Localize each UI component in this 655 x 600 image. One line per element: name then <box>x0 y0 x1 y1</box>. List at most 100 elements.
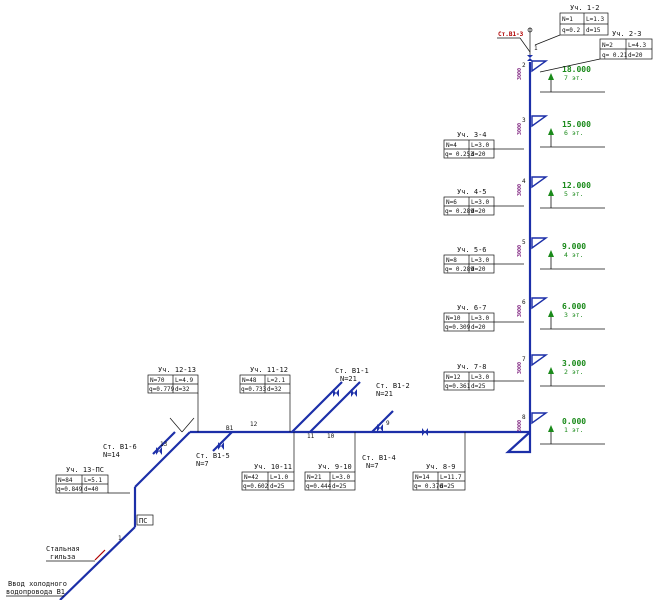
section-n: N=84 <box>58 477 73 484</box>
section-q: q=0.444 <box>306 483 332 490</box>
segment-length: 3000 <box>517 68 523 80</box>
section-n: N=48 <box>242 377 257 384</box>
floor-row: 5 3000 9.000 4 эт. <box>517 237 605 270</box>
section-box-5-6: Уч. 5-6 N=8 L=3.0 q= 0.289 d=20 <box>443 246 524 274</box>
riser-name: Ст. В1-1 <box>335 367 369 375</box>
section-l: L=4.3 <box>628 42 646 49</box>
floor-count: 2 эт. <box>564 368 584 376</box>
section-box-2-3: Уч. 2-3 N=2 L=4.3 q= 0.21 d=20 <box>539 30 653 73</box>
section-d: d=20 <box>628 52 643 59</box>
node-number: 2 <box>522 62 526 69</box>
section-box-9-10: Уч. 9-10 N=21 L=3.0 q=0.444 d=25 <box>304 432 356 491</box>
section-l: L=1.0 <box>270 474 288 481</box>
section-box-13-pc: Уч. 13-ПС N=84 L=5.1 q=0.849 d=40 <box>55 466 130 494</box>
floor-elevation: 0.000 <box>562 417 586 426</box>
sleeve-label-2: гильза <box>50 553 75 561</box>
section-l: L=3.0 <box>471 315 489 322</box>
section-n: N=2 <box>602 42 613 49</box>
floor-elevation: 18.000 <box>562 65 591 74</box>
section-box-6-7: Уч. 6-7 N=10 L=3.0 q=0.309 d=20 <box>443 304 524 332</box>
node-12: 12 <box>250 421 258 428</box>
section-l: L=3.0 <box>471 199 489 206</box>
section-d: d=32 <box>175 386 190 393</box>
section-title: Уч. 3-4 <box>457 131 487 139</box>
floor-row: 7 3000 3.000 2 эт. <box>517 354 605 387</box>
segment-length: 3000 <box>517 420 523 432</box>
cold-water-inlet: Ввод холодного водопровода В1 <box>6 580 67 597</box>
floor-row: 3 3000 15.000 6 эт. <box>517 115 605 148</box>
riser-label-b1-4: Ст. В1-4 N=7 <box>362 454 396 470</box>
node-1: 1 <box>534 45 538 52</box>
meter-node-index: 1 <box>118 535 122 542</box>
floor-count: 5 эт. <box>564 190 584 198</box>
sleeve-label-1: Стальная <box>46 545 80 553</box>
floor-row: 6 3000 6.000 3 эт. <box>517 297 605 330</box>
inlet-label-2: водопровода В1 <box>6 588 65 596</box>
floor-count: 1 эт. <box>564 426 584 434</box>
node-number: 6 <box>522 299 526 306</box>
riser-top: Ст.В1-3 1 <box>497 27 538 55</box>
section-q: q=0.779 <box>149 386 175 393</box>
segment-length: 3000 <box>517 184 523 196</box>
floor-elevation: 12.000 <box>562 181 591 190</box>
riser-n: N=21 <box>376 390 393 398</box>
section-title: Уч. 2-3 <box>612 30 642 38</box>
section-n: N=4 <box>446 142 457 149</box>
section-box-11-12: Уч. 11-12 N=48 L=2.1 q=0.733 d=32 <box>239 366 291 432</box>
section-l: L=5.1 <box>84 477 102 484</box>
section-l: L=3.0 <box>332 474 350 481</box>
riser-label-b1-6: Ст. В1-6 N=14 <box>103 443 137 459</box>
section-n: N=6 <box>446 199 457 206</box>
section-d: d=25 <box>332 483 347 490</box>
floor-elevation: 9.000 <box>562 242 586 251</box>
section-n: N=10 <box>446 315 461 322</box>
riser-n: N=7 <box>366 462 379 470</box>
section-l: L=4.9 <box>175 377 193 384</box>
section-title: Уч. 7-8 <box>457 363 487 371</box>
section-d: d=20 <box>471 208 486 215</box>
floor-count: 7 эт. <box>564 74 584 82</box>
floor-row: 2 3000 18.000 7 эт. <box>517 60 605 93</box>
section-box-7-8: Уч. 7-8 N=12 L=3.0 q=0.361 d=25 <box>443 363 524 391</box>
section-n: N=12 <box>446 374 461 381</box>
section-q: q=0.309 <box>445 324 471 331</box>
section-d: d=25 <box>270 483 285 490</box>
riser-n: N=7 <box>196 460 209 468</box>
section-d: d=20 <box>471 151 486 158</box>
section-q: q=0.361 <box>445 383 471 390</box>
section-n: N=42 <box>244 474 259 481</box>
section-l: L=3.0 <box>471 142 489 149</box>
riser-n: N=21 <box>340 375 357 383</box>
riser-name: Ст. В1-6 <box>103 443 137 451</box>
section-title: Уч. 10-11 <box>254 463 292 471</box>
floor-row: 4 3000 12.000 5 эт. <box>517 176 605 209</box>
inlet-label-1: Ввод холодного <box>8 580 67 588</box>
riser-n: N=14 <box>103 451 120 459</box>
floor-count: 6 эт. <box>564 129 584 137</box>
section-title: Уч. 9-10 <box>318 463 352 471</box>
section-d: d=25 <box>440 483 455 490</box>
node-number: 4 <box>522 178 526 185</box>
section-l: L=2.1 <box>267 377 285 384</box>
section-q: q= 0.21 <box>602 52 628 59</box>
section-d: d=32 <box>267 386 282 393</box>
section-n: N=8 <box>446 257 457 264</box>
section-l: L=3.0 <box>471 257 489 264</box>
section-l: L=1.3 <box>586 16 604 23</box>
node-11: 11 <box>307 433 315 440</box>
node-number: 3 <box>522 117 526 124</box>
node-b1: В1 <box>226 425 234 432</box>
section-title: Уч. 8-9 <box>426 463 456 471</box>
section-box-8-9: Уч. 8-9 N=14 L=11.7 q= 0.376 d=25 <box>412 432 466 491</box>
riser-label: Ст.В1-3 <box>498 31 524 38</box>
floor-elevation: 15.000 <box>562 120 591 129</box>
section-n: N=70 <box>150 377 165 384</box>
floor-count: 3 эт. <box>564 311 584 319</box>
node-9: 9 <box>386 420 390 427</box>
node-number: 5 <box>522 239 526 246</box>
riser-label-b1-2: Ст. В1-2 N=21 <box>376 382 410 398</box>
meter-label: ПС <box>139 517 147 525</box>
segment-length: 3000 <box>517 245 523 257</box>
node-labels: 9 10 11 12 13 В1 <box>160 417 390 448</box>
section-box-1-2: Уч. 1-2 N=1 L=1.3 q=0.2 d=15 <box>534 4 609 46</box>
